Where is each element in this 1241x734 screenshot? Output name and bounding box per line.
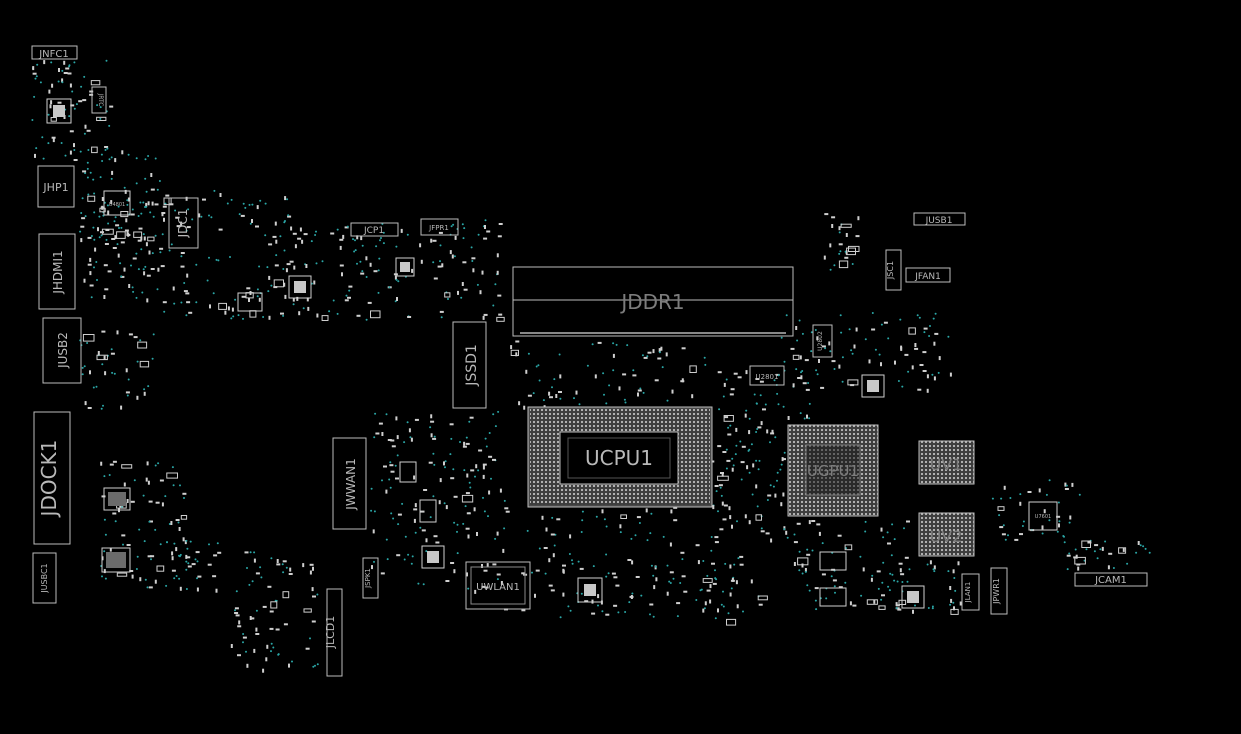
label-jfan1: JFAN1 — [914, 272, 941, 282]
label-jnfc1: JNFC1 — [38, 49, 69, 60]
label-jlan1: JLAN1 — [964, 582, 972, 604]
connector-jlan1[interactable]: JLAN1 — [961, 573, 980, 611]
label-jsc1: JSC1 — [886, 261, 895, 280]
connector-jcp1[interactable]: JCP1 — [350, 222, 399, 237]
connector-jrtc[interactable]: JRTC — [91, 86, 107, 114]
connector-jsc1[interactable]: JSC1 — [885, 249, 902, 291]
chip-uv1[interactable]: UV1 — [918, 440, 975, 485]
label-jhp1: JHP1 — [42, 181, 68, 194]
label-jspk1: JSPK1 — [364, 568, 372, 589]
inductor-1[interactable] — [819, 551, 847, 571]
chip-u2802[interactable]: U2802 — [812, 324, 833, 358]
pwr-ic-right[interactable] — [901, 585, 925, 609]
label-jusb1: JUSB1 — [925, 216, 953, 226]
label-jssd1: JSSD1 — [464, 344, 480, 387]
label-u2801: U2801 — [756, 373, 779, 381]
label-jddr1: JDDR1 — [619, 290, 684, 314]
connector-jhdmi1[interactable]: JHDMI1 — [38, 233, 76, 310]
label-uv1: UV1 — [930, 455, 963, 474]
label-uwlan1: UWLAN1 — [476, 582, 520, 593]
connector-jpwr1[interactable]: JPWR1 — [990, 567, 1008, 615]
nfc-chip[interactable] — [46, 98, 72, 124]
chip-u2801[interactable]: U2801 — [749, 365, 785, 386]
inductor-2[interactable] — [819, 587, 847, 607]
connector-jspk1[interactable]: JSPK1 — [362, 557, 379, 599]
connector-jhp1[interactable]: JHP1 — [37, 165, 75, 208]
label-jcp1: JCP1 — [363, 226, 384, 236]
component-scatter — [31, 59, 1151, 673]
chip-ugpu1[interactable]: UGPU1 — [787, 424, 879, 517]
connector-jfan1[interactable]: JFAN1 — [905, 267, 951, 283]
label-jusb2: JUSB2 — [56, 332, 70, 369]
fan-ic[interactable] — [861, 374, 885, 398]
label-jhdmi1: JHDMI1 — [51, 250, 65, 294]
label-jwwan1: JWWAN1 — [344, 458, 358, 510]
connector-jusb1[interactable]: JUSB1 — [913, 212, 966, 226]
pwr-ic-2[interactable] — [395, 257, 415, 277]
connector-jddr1[interactable]: JDDR1 — [512, 266, 794, 337]
audio-codec[interactable]: U4801 — [103, 190, 131, 216]
label-jpwr1: JPWR1 — [992, 578, 1001, 605]
connector-jusb2[interactable]: JUSB2 — [42, 317, 82, 384]
dock-chip-2[interactable] — [101, 547, 131, 573]
wwan-ic-2[interactable] — [419, 499, 437, 523]
label-u7601: U7601 — [1035, 514, 1051, 520]
chip-uv2[interactable]: UV2 — [918, 512, 975, 557]
connector-jfpr1[interactable]: JFPR1 — [420, 218, 459, 236]
wwan-ic-3[interactable] — [421, 545, 445, 569]
connector-jcam1[interactable]: JCAM1 — [1074, 572, 1148, 587]
label-u2802: U2802 — [817, 331, 824, 351]
dock-chip-1[interactable] — [103, 487, 131, 511]
label-jfpr1: JFPR1 — [428, 224, 449, 232]
chip-ucpu1[interactable]: UCPU1 — [527, 406, 713, 508]
connector-jlcd1[interactable]: JLCD1 — [324, 588, 343, 677]
connector-jssd1[interactable]: JSSD1 — [452, 321, 487, 409]
label-jcam1: JCAM1 — [1094, 575, 1127, 586]
pwr-ic-1[interactable] — [288, 275, 312, 299]
pwr-ic-3[interactable] — [237, 292, 263, 312]
connector-jusbc1[interactable]: JUSBC1 — [32, 552, 57, 604]
connector-jnfc1[interactable]: JNFC1 — [31, 45, 78, 60]
wwan-ic-1[interactable] — [399, 461, 417, 483]
wlan-ic[interactable] — [577, 577, 603, 603]
label-ugpu1: UGPU1 — [807, 462, 859, 480]
label-jrtc: JRTC — [97, 92, 104, 106]
label-u4801: U4801 — [109, 202, 125, 208]
label-jlcd1: JLCD1 — [324, 616, 337, 650]
label-jusbc1: JUSBC1 — [40, 563, 49, 593]
connector-jdock1[interactable]: JDOCK1 — [33, 411, 71, 545]
label-ucpu1: UCPU1 — [585, 446, 653, 470]
connector-jwwan1[interactable]: JWWAN1 — [332, 437, 367, 530]
chip-u7601[interactable]: U7601 — [1028, 501, 1058, 531]
connector-jdc1[interactable]: JDC1 — [168, 197, 199, 249]
label-jdock1: JDOCK1 — [37, 440, 61, 519]
module-uwlan1[interactable]: UWLAN1 — [465, 561, 531, 610]
label-uv2: UV2 — [930, 527, 963, 546]
label-jdc1: JDC1 — [176, 209, 190, 239]
